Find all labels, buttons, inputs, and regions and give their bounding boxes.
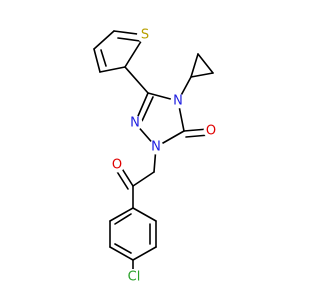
- bond-ar-3: [132, 246, 157, 261]
- bond-ar-6: [109, 207, 134, 222]
- bond-cp-1: [190, 53, 199, 78]
- triazole-n4-label: N: [173, 94, 183, 109]
- bond-n2-c3-double: [141, 96, 154, 122]
- bond-ketone-co-double: [115, 169, 129, 190]
- thiophene-ring: [93, 30, 146, 73]
- structure-diagram: S N N N O O Cl: [93, 27, 219, 285]
- bond-ar-inner-2: [114, 243, 132, 254]
- bond-ketone-co: [120, 166, 134, 187]
- atom-labels: S N N N O O Cl: [109, 27, 219, 285]
- bond-thiophene-triazole: [124, 66, 149, 94]
- triazole-n1-label: N: [151, 140, 161, 155]
- bond-c5-s-double: [117, 37, 141, 42]
- bond-ar-4: [109, 246, 134, 261]
- ketone-oxygen-label: O: [112, 158, 122, 173]
- bond-c4-c5: [93, 30, 115, 50]
- molecule-canvas: S N N N O O Cl: [93, 27, 219, 285]
- bond-c3-c4-double: [100, 49, 107, 67]
- bond-ar-inner-3: [114, 213, 132, 225]
- bond-ch2-co: [132, 171, 155, 187]
- sulfur-atom-label: S: [141, 28, 149, 43]
- triazole-n2-label: N: [130, 116, 140, 131]
- chlorophenyl-ring: [109, 207, 157, 261]
- ring-oxygen-label: O: [206, 124, 216, 139]
- bond-c2-c3: [99, 66, 126, 73]
- bond-ar-1: [132, 207, 157, 222]
- bond-cp-3: [190, 72, 214, 78]
- bond-cp-2: [197, 53, 214, 74]
- chlorine-atom-label: Cl: [128, 270, 141, 285]
- bond-c3-c4: [93, 48, 101, 73]
- cyclopropyl-ring: [177, 53, 214, 102]
